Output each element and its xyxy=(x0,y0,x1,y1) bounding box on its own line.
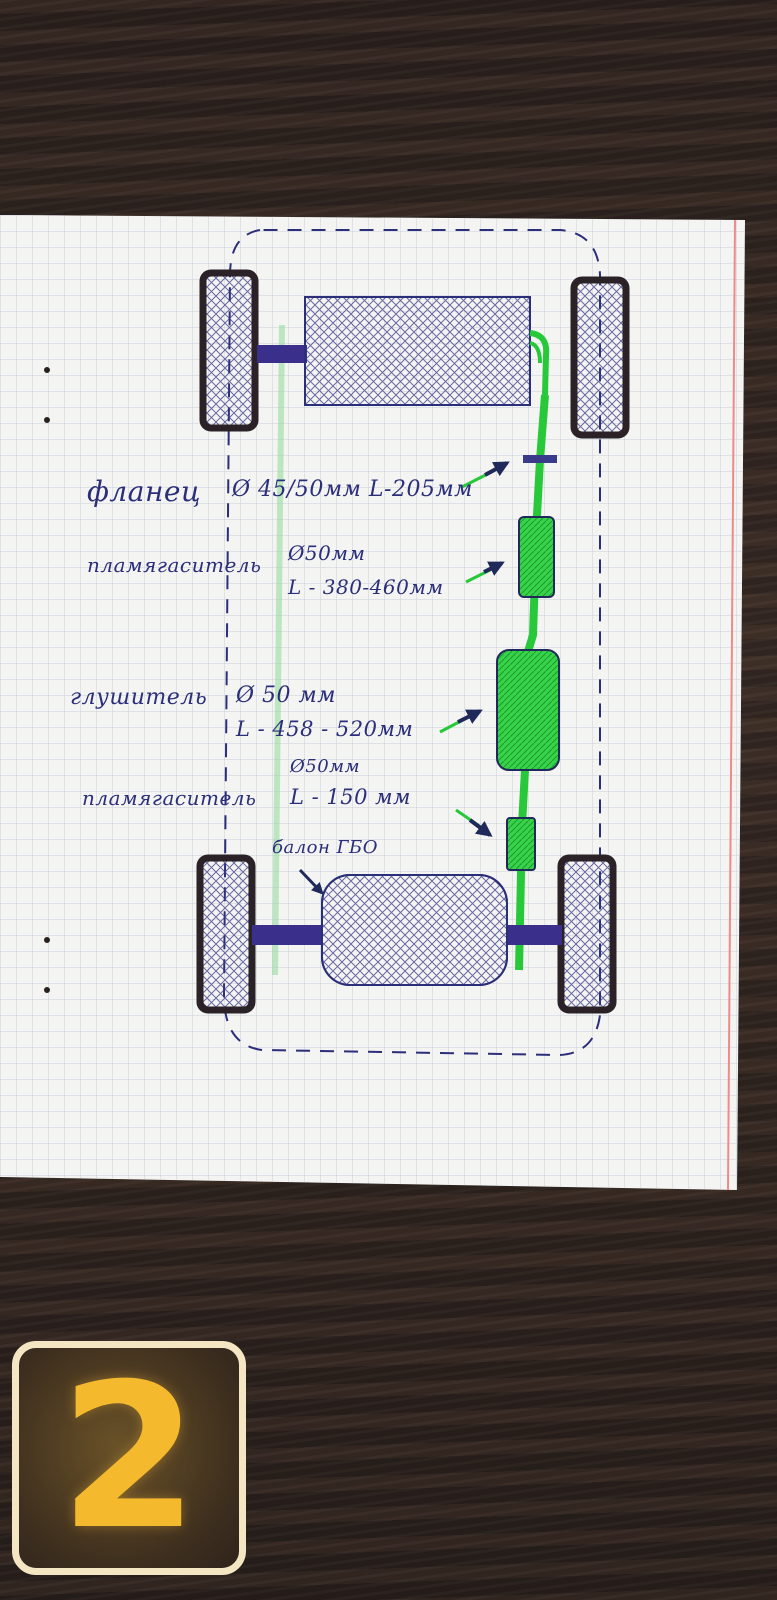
binder-hole xyxy=(44,417,50,423)
muffler-label: глушитель xyxy=(70,685,208,710)
graph-paper-sheet: фланец Ø 45/50мм L-205мм пламягаситель Ø… xyxy=(0,215,777,1205)
lpg-tank-label: балон ГБО xyxy=(272,837,378,858)
flame-arrestor-1-label: пламягаситель xyxy=(87,553,262,577)
rear-left-wheel xyxy=(196,854,256,1014)
flange-spec: Ø 45/50мм L-205мм xyxy=(232,477,473,502)
flame-arrestor-2 xyxy=(506,817,536,871)
pencil-guide-line xyxy=(272,324,285,976)
front-axle xyxy=(257,345,307,363)
muffler-diameter: Ø 50 мм xyxy=(236,683,336,708)
muffler xyxy=(496,649,560,771)
car-body-outline xyxy=(222,229,601,1057)
muffler-length: L - 458 - 520мм xyxy=(236,717,414,741)
flame-arrestor-2-diameter: Ø50мм xyxy=(290,756,361,777)
binder-hole xyxy=(44,367,50,373)
exhaust-system-diagram xyxy=(0,215,745,1191)
exhaust-manifold xyxy=(529,341,542,364)
flame-arrestor-1-diameter: Ø50мм xyxy=(288,541,366,565)
flame-arrestor-2-length: L - 150 мм xyxy=(290,785,411,809)
flame-arrestor-1-length: L - 380-460мм xyxy=(288,575,444,599)
exhaust-pipe xyxy=(515,394,549,971)
front-left-wheel xyxy=(199,269,259,432)
lpg-tank-leader xyxy=(298,868,324,895)
flange xyxy=(523,455,557,463)
flange-label: фланец xyxy=(87,475,201,508)
badge-number: 2 xyxy=(59,1341,199,1574)
rear-right-wheel xyxy=(557,854,617,1014)
binder-hole xyxy=(44,937,50,943)
flame-arrestor-2-label: пламягаситель xyxy=(82,786,257,810)
engine-block xyxy=(304,296,531,406)
page-number-badge: 2 xyxy=(12,1341,246,1575)
exhaust-manifold xyxy=(529,330,550,396)
binder-hole xyxy=(44,987,50,993)
front-right-wheel xyxy=(570,276,630,439)
margin-line xyxy=(727,219,736,1191)
flame-arrestor-1 xyxy=(518,516,555,598)
